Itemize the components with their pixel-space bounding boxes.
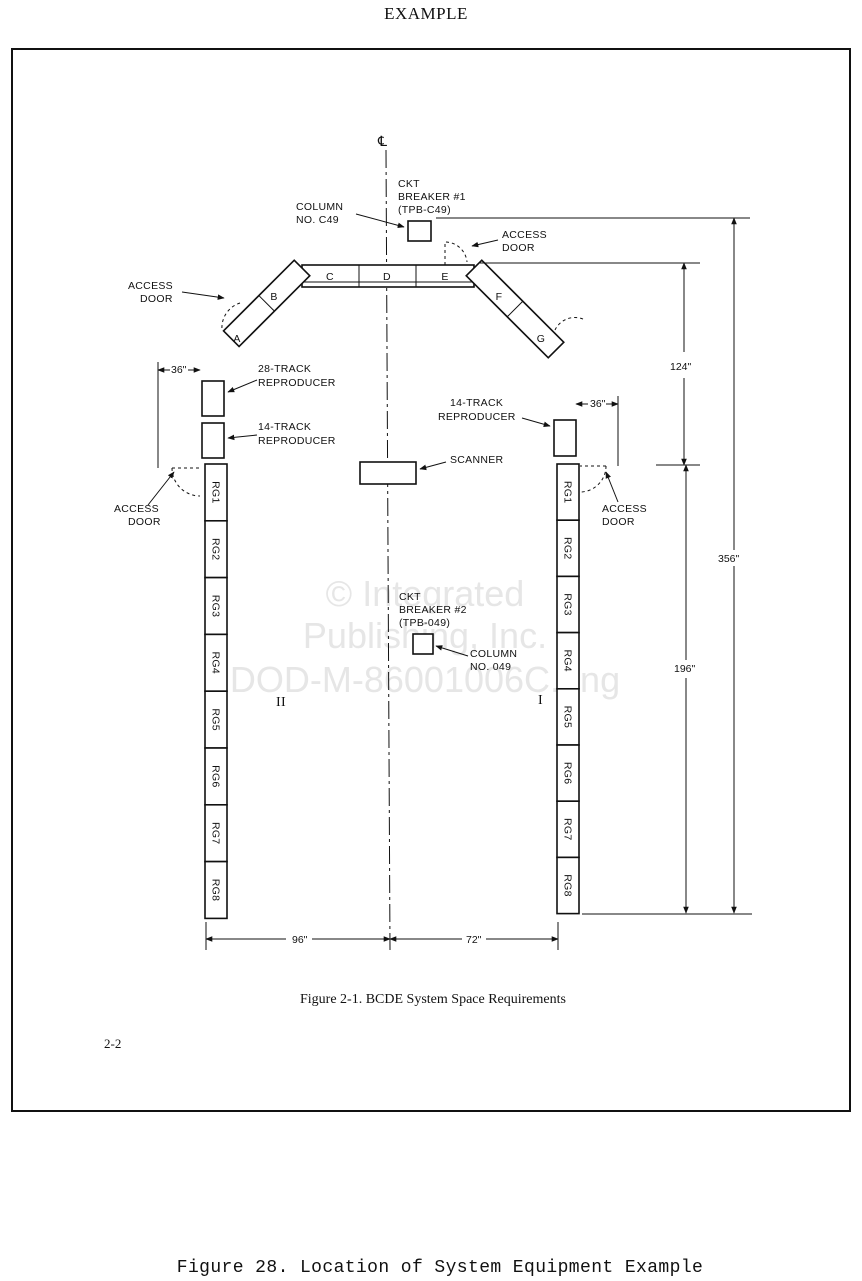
svg-text:356": 356" [718,553,740,565]
right-rack-label-5: RG5 [562,706,574,729]
svg-text:14-TRACK: 14-TRACK [258,421,311,433]
column-049-group: CKT BREAKER #2 (TPB-049) COLUMN NO. 049 [399,591,517,673]
svg-text:REPRODUCER: REPRODUCER [258,435,336,447]
column-049-box [412,633,434,655]
right-rack-unit-8 [556,856,580,915]
svg-text:CKT: CKT [399,591,421,603]
svg-text:COLUMN: COLUMN [470,648,517,660]
dim-36-left: 36" [157,362,201,468]
svg-text:96": 96" [292,934,308,946]
left-rack-label-7: RG7 [210,822,222,845]
svg-text:14-TRACK: 14-TRACK [450,397,503,409]
left-rack-label-4: RG4 [210,652,222,675]
cabinet-g: G [537,333,545,345]
right-rack-label-8: RG8 [562,874,574,897]
svg-text:BREAKER #1: BREAKER #1 [398,191,466,203]
svg-text:124": 124" [670,361,692,373]
cabinet-f: F [496,291,503,303]
right-rack-label-7: RG7 [562,818,574,841]
access-door-right-group: ACCESS DOOR [579,465,647,528]
svg-text:REPRODUCER: REPRODUCER [258,377,336,389]
right-reproducer: 14-TRACK REPRODUCER [438,397,577,457]
svg-text:© Integrated: © Integrated [326,573,525,614]
left-reproducers: 28-TRACK REPRODUCER 14-TRACK REPRODUCER [201,363,336,459]
reproducer-14-right-box [553,419,577,457]
figure-caption: Figure 2-1. BCDE System Space Requiremen… [300,992,566,1007]
svg-text:36": 36" [590,398,606,410]
scanner-group: SCANNER [359,454,504,485]
roman-right: I [538,693,543,708]
figure-frame [11,48,851,1112]
cabinet-d: D [383,271,391,283]
access-door-left-group: ACCESS DOOR [114,467,201,528]
roman-left: II [276,695,286,710]
svg-text:28-TRACK: 28-TRACK [258,363,311,375]
svg-text:BREAKER #2: BREAKER #2 [399,604,467,616]
svg-text:72": 72" [466,934,482,946]
cabinet-a: A [233,333,240,345]
svg-text:ACCESS: ACCESS [114,503,159,515]
svg-text:(TPB-C49): (TPB-C49) [398,204,451,216]
svg-text:ACCESS: ACCESS [502,229,547,241]
centerline-symbol: ℄ [377,133,387,149]
dim-196: 196" [656,464,700,914]
dim-356: 356" [582,217,752,915]
svg-text:DOOR: DOOR [140,293,173,305]
svg-text:36": 36" [171,364,187,376]
access-door-left-top-group: ACCESS DOOR [128,280,225,305]
cabinet-c: C [326,271,334,283]
right-rack-label-2: RG2 [562,537,574,560]
left-rack-label-2: RG2 [210,538,222,561]
svg-text:ACCESS: ACCESS [128,280,173,292]
left-rack-unit-8 [204,860,228,920]
column-c49-box [407,220,432,242]
svg-text:CKT: CKT [398,178,420,190]
svg-text:REPRODUCER: REPRODUCER [438,411,516,423]
svg-text:DOOR: DOOR [502,242,535,254]
svg-text:(TPB-049): (TPB-049) [399,617,450,629]
page-number: 2-2 [104,1036,122,1051]
svg-text:DOD-M-86001006C.png: DOD-M-86001006C.png [230,659,620,700]
svg-text:196": 196" [674,663,696,675]
centerline: ℄ [377,133,391,951]
right-rack-label-4: RG4 [562,649,574,672]
column-c49-group: CKT BREAKER #1 (TPB-C49) COLUMN NO. C49 [296,178,750,242]
left-rack-label-8: RG8 [210,879,222,902]
scanner-box [359,461,417,485]
svg-text:SCANNER: SCANNER [450,454,504,466]
right-rack-label-3: RG3 [562,593,574,616]
svg-text:NO. C49: NO. C49 [296,214,339,226]
left-rack-label-5: RG5 [210,708,222,731]
dim-96-72: 96" 72" [205,922,559,950]
reproducer-28-box [201,380,225,417]
cabinet-e: E [441,271,448,283]
watermark: © Integrated Publishing, Inc. DOD-M-8600… [230,573,620,700]
cabinet-b: B [270,291,277,303]
top-cabinet-row: C D E B A F G [221,241,586,359]
left-rack-label-6: RG6 [210,765,222,788]
page-title: EXAMPLE [384,4,468,23]
access-door-top-group: ACCESS DOOR [471,229,547,254]
dim-36-right: 36" [575,396,619,466]
svg-text:DOOR: DOOR [128,516,161,528]
left-rack-label-3: RG3 [210,595,222,618]
right-rack-label-6: RG6 [562,762,574,785]
svg-text:COLUMN: COLUMN [296,201,343,213]
left-rack-label-1: RG1 [210,481,222,504]
svg-text:DOOR: DOOR [602,516,635,528]
svg-text:NO. 049: NO. 049 [470,661,511,673]
dim-124: 124" [480,262,700,466]
right-rack-label-1: RG1 [562,481,574,504]
reproducer-14-left-box [201,422,225,459]
svg-text:ACCESS: ACCESS [602,503,647,515]
bottom-caption: Figure 28. Location of System Equipment … [176,1258,704,1278]
